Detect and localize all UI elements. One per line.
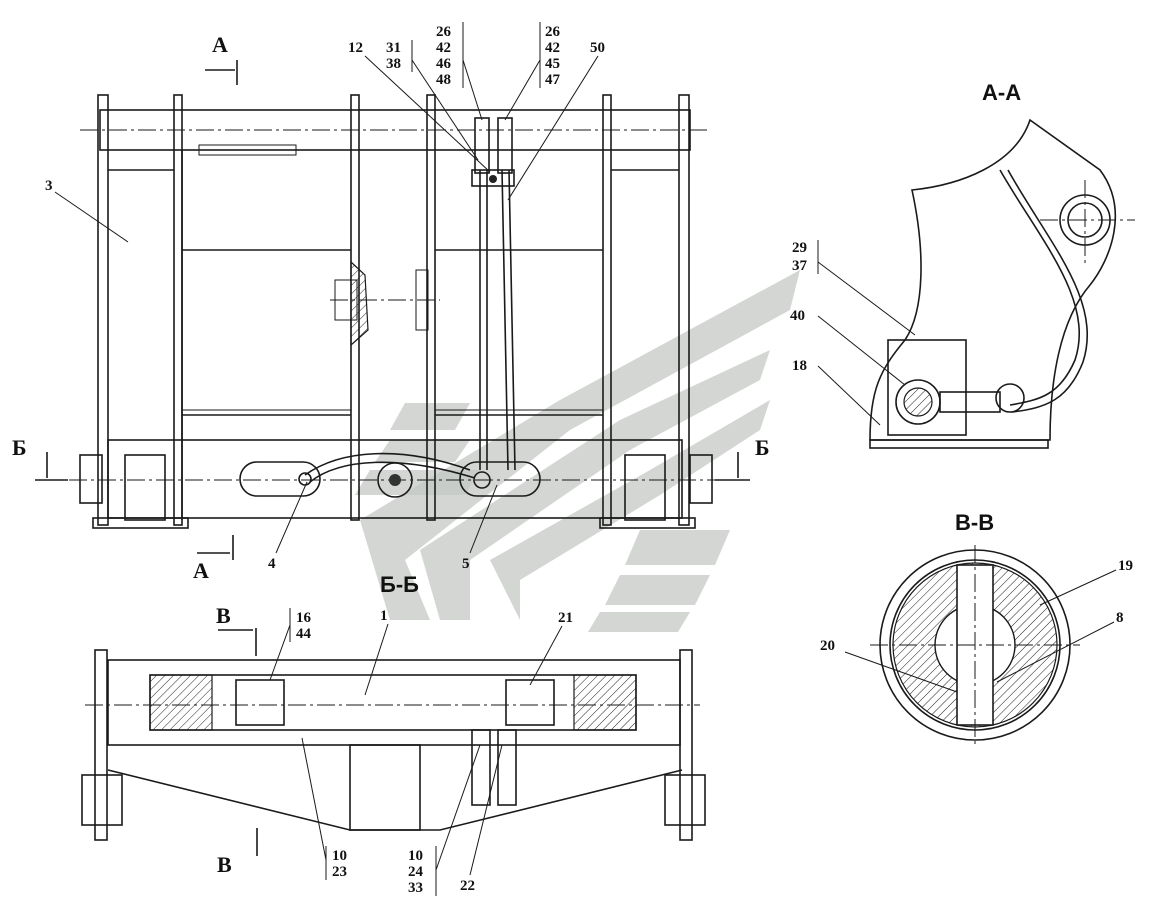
callout-24: 24 — [408, 864, 424, 880]
callout-48: 48 — [436, 72, 451, 88]
callout-50: 50 — [590, 40, 605, 56]
callout-22: 22 — [460, 878, 475, 894]
callout-47: 47 — [545, 72, 561, 88]
callout-10-left: 10 — [332, 848, 347, 864]
section-bb-title: Б-Б — [380, 572, 419, 597]
callout-38: 38 — [386, 56, 401, 72]
callout-10-right: 10 — [408, 848, 423, 864]
watermark-logo — [355, 270, 800, 632]
callout-46: 46 — [436, 56, 452, 72]
callout-26-left: 26 — [436, 24, 452, 40]
callout-16: 16 — [296, 610, 312, 626]
callout-1: 1 — [380, 608, 388, 624]
callout-40: 40 — [790, 308, 805, 324]
callout-31: 31 — [386, 40, 401, 56]
callout-42-left: 42 — [436, 40, 451, 56]
callout-20: 20 — [820, 638, 835, 654]
section-a-top-label: А — [212, 32, 228, 57]
callout-37: 37 — [792, 258, 808, 274]
callout-44: 44 — [296, 626, 312, 642]
section-aa-view — [869, 118, 1135, 449]
section-b-right-label: Б — [755, 435, 770, 460]
callout-29: 29 — [792, 240, 807, 256]
callout-26-right: 26 — [545, 24, 561, 40]
section-v-top-label: В — [216, 603, 231, 628]
callout-8: 8 — [1116, 610, 1124, 626]
section-a-bottom-label: А — [193, 558, 209, 583]
front-view — [35, 60, 750, 560]
callout-19: 19 — [1118, 558, 1133, 574]
section-vv-title: В-В — [955, 510, 994, 535]
callout-21: 21 — [558, 610, 573, 626]
section-vv-view — [870, 545, 1080, 745]
callout-42-right: 42 — [545, 40, 560, 56]
callout-4: 4 — [268, 556, 276, 572]
section-v-bottom-label: В — [217, 852, 232, 877]
callout-23: 23 — [332, 864, 347, 880]
section-aa-title: А-А — [982, 80, 1021, 105]
callout-45: 45 — [545, 56, 560, 72]
section-bb-view — [81, 628, 706, 856]
callout-33: 33 — [408, 880, 423, 896]
callout-12: 12 — [348, 40, 363, 56]
callout-3: 3 — [45, 178, 53, 194]
section-b-left-label: Б — [12, 435, 27, 460]
callout-18: 18 — [792, 358, 807, 374]
callout-5: 5 — [462, 556, 470, 572]
